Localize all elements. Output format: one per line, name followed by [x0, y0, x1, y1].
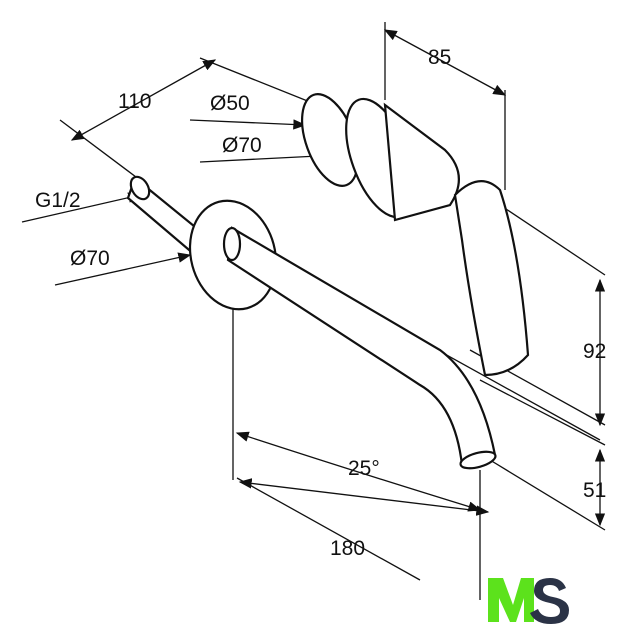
dim-180: 180 — [330, 537, 365, 560]
faucet-body — [126, 93, 530, 470]
dim-dia-70-top: Ø70 — [222, 134, 262, 157]
dim-92: 92 — [583, 340, 606, 363]
dim-dia-50: Ø50 — [210, 92, 250, 115]
dim-dia-70-bottom: Ø70 — [70, 247, 110, 270]
dim-thread: G1/2 — [35, 189, 81, 212]
dim-110: 110 — [118, 90, 151, 113]
dim-85: 85 — [428, 46, 451, 69]
dim-51: 51 — [583, 479, 606, 502]
ms-logo — [488, 578, 569, 624]
dim-angle: 25° — [348, 457, 380, 480]
